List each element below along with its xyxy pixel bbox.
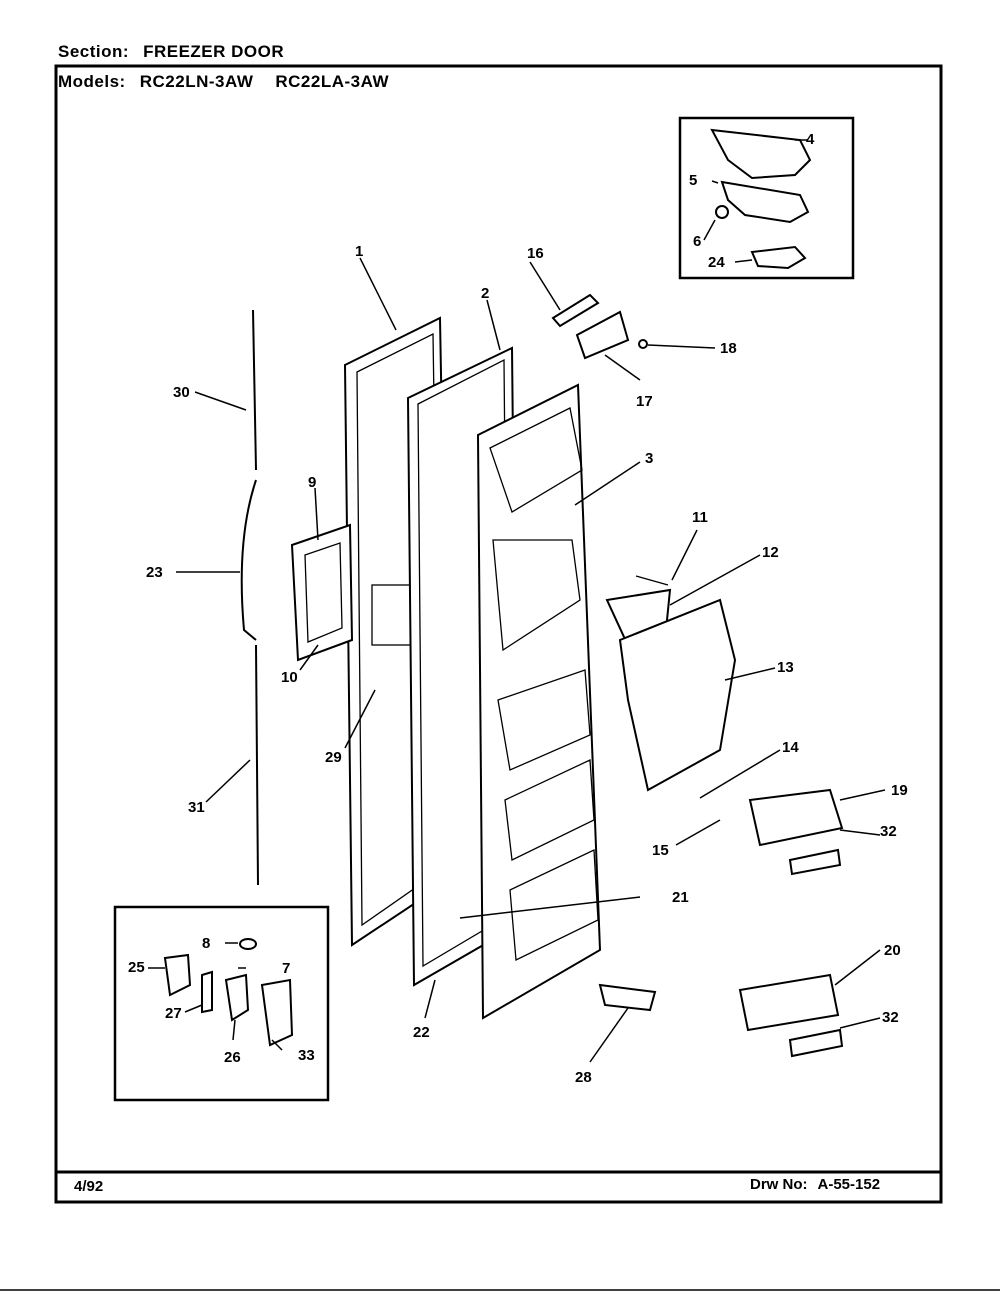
callout-8: 8	[202, 935, 210, 952]
callout-labels: 1 2 3 4 5 6 7 8 9 10 11 12 13 14 15 16 1…	[128, 131, 908, 1086]
callout-32-upper: 32	[880, 823, 897, 840]
callout-5: 5	[689, 172, 697, 189]
callout-6: 6	[693, 233, 701, 250]
section-header: Section: FREEZER DOOR	[58, 42, 284, 62]
models-header: Models: RC22LN-3AW RC22LA-3AW	[58, 72, 411, 92]
section-label: Section:	[58, 42, 130, 61]
callout-9: 9	[308, 474, 316, 491]
callout-33: 33	[298, 1047, 315, 1064]
footer-drawing: Drw No: A-55-152	[750, 1176, 880, 1193]
callout-32-lower: 32	[882, 1009, 899, 1026]
callout-10: 10	[281, 669, 298, 686]
drawing-number: A-55-152	[817, 1176, 881, 1193]
leader-lines	[148, 139, 886, 1063]
drawing-label: Drw No:	[750, 1176, 808, 1193]
model-1: RC22LN-3AW	[139, 72, 254, 91]
callout-17: 17	[636, 393, 653, 410]
callout-23: 23	[146, 564, 163, 581]
model-2: RC22LA-3AW	[275, 72, 389, 91]
part-28	[598, 983, 657, 1012]
hardware-inset-box	[113, 905, 330, 1102]
drawing-frame	[54, 64, 943, 1204]
callout-14: 14	[782, 739, 799, 756]
callout-29: 29	[325, 749, 342, 766]
callout-21: 21	[672, 889, 689, 906]
callout-16: 16	[527, 245, 544, 262]
footer-date: 4/92	[74, 1178, 104, 1195]
callout-4: 4	[806, 131, 815, 148]
callout-31: 31	[188, 799, 205, 816]
callout-13: 13	[777, 659, 794, 676]
callout-3: 3	[645, 450, 653, 467]
section-value: FREEZER DOOR	[143, 42, 285, 61]
hinge-pin-parts	[551, 293, 648, 360]
callout-18: 18	[720, 340, 737, 357]
callout-2: 2	[481, 285, 489, 302]
callout-20: 20	[884, 942, 901, 959]
callout-27: 27	[165, 1005, 182, 1022]
inner-door-liner	[476, 383, 602, 1020]
callout-26: 26	[224, 1049, 241, 1066]
callout-11: 11	[692, 509, 708, 526]
callout-30: 30	[173, 384, 190, 401]
dispenser-chute	[605, 575, 737, 792]
callout-1: 1	[355, 243, 363, 260]
models-label: Models:	[58, 72, 126, 91]
callout-12: 12	[762, 544, 779, 561]
callout-15: 15	[652, 842, 669, 859]
door-handle	[240, 309, 259, 886]
callout-25: 25	[128, 959, 145, 976]
callout-24: 24	[708, 254, 725, 271]
callout-28: 28	[575, 1069, 592, 1086]
panel-9	[290, 523, 354, 662]
callout-7: 7	[282, 960, 290, 977]
callout-19: 19	[891, 782, 908, 799]
hinge-inset-box	[678, 116, 855, 280]
door-bins	[738, 788, 844, 1058]
callout-22: 22	[413, 1024, 430, 1041]
